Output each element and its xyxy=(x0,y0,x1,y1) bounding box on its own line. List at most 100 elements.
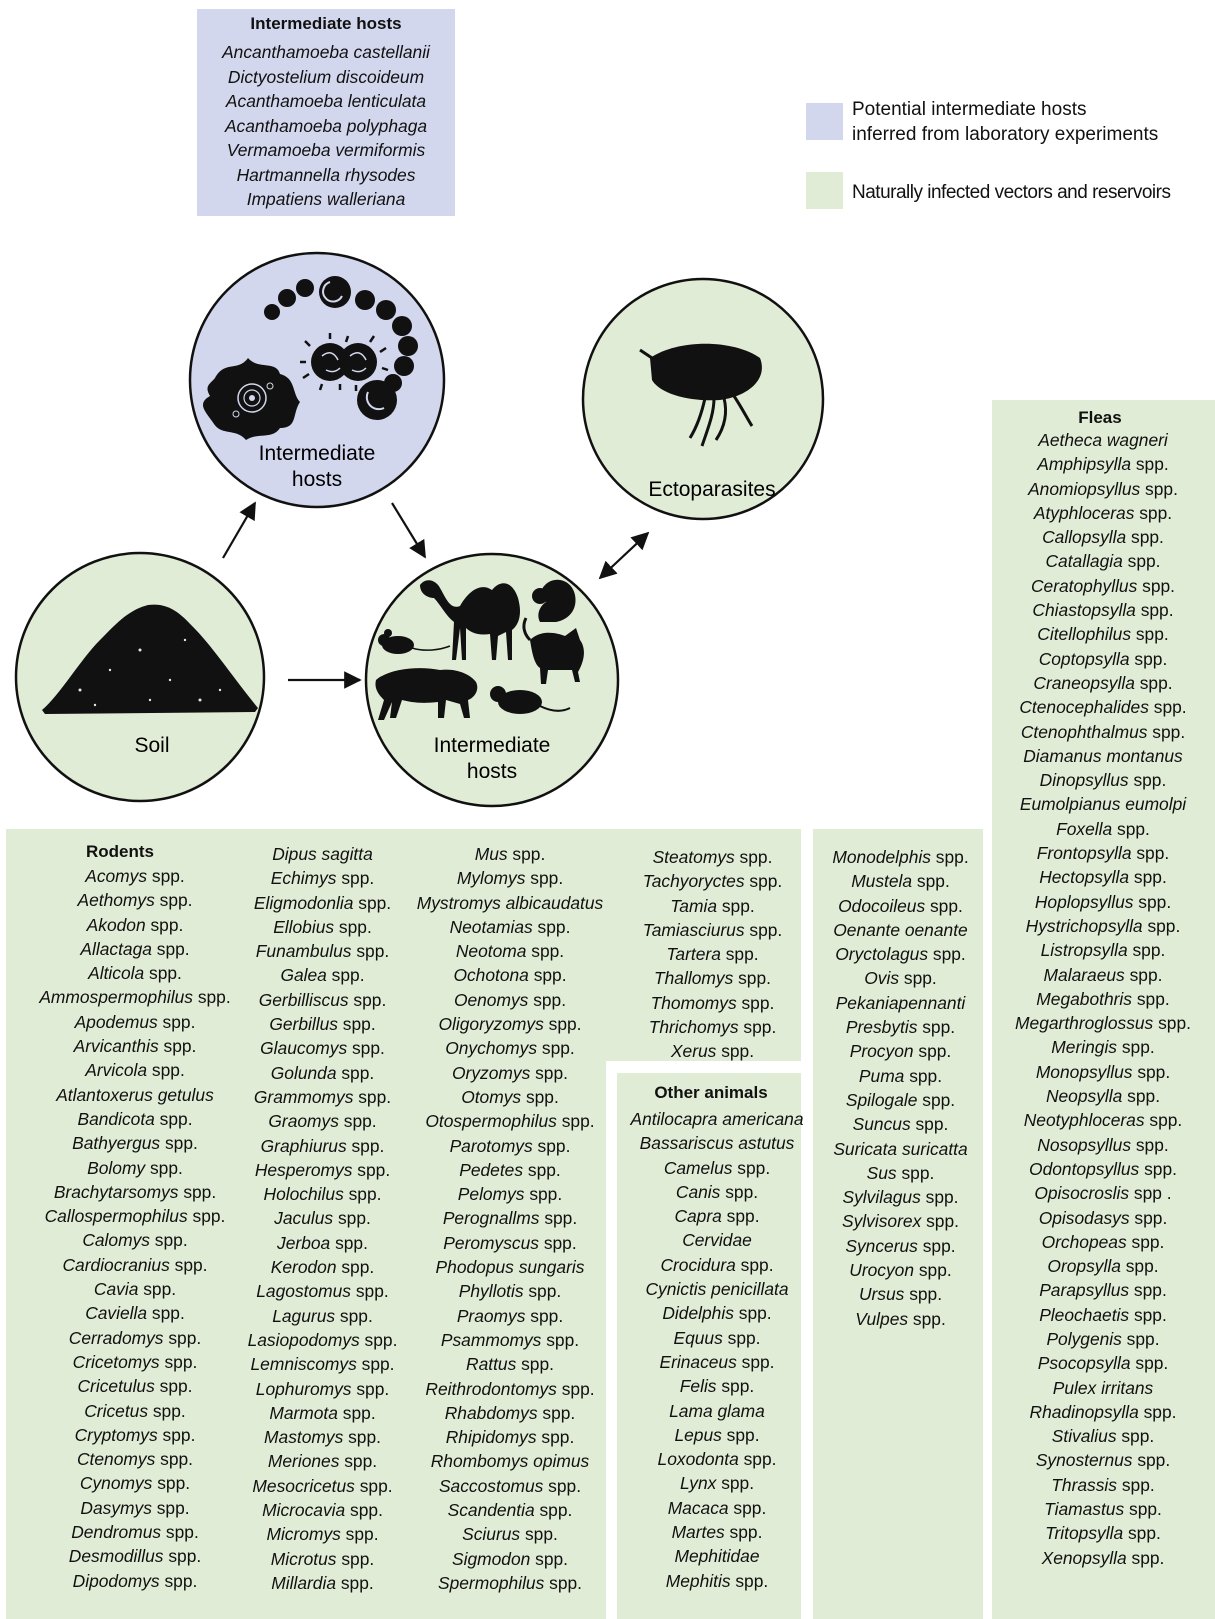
species-genus: Bolomy xyxy=(87,1157,146,1178)
species-suffix: spp. xyxy=(147,866,185,886)
species-genus: Canis xyxy=(675,1181,721,1202)
species-genus: Arvicola xyxy=(85,1060,148,1081)
species-item: Eumolpianus eumolpi xyxy=(996,792,1210,816)
species-item: Antilocapra americana xyxy=(617,1107,817,1131)
species-genus: Odontopsyllus xyxy=(1029,1158,1140,1179)
species-item: Micromys spp. xyxy=(235,1522,410,1546)
species-genus: Cervidae xyxy=(682,1230,752,1251)
species-item: Atyphloceras spp. xyxy=(996,501,1210,525)
species-suffix: spp. xyxy=(1142,915,1181,936)
species-genus: Urocyon xyxy=(849,1260,915,1281)
species-item: Psammomys spp. xyxy=(405,1328,615,1352)
species-suffix: spp. xyxy=(192,987,231,1008)
species-genus: Graphiurus xyxy=(260,1135,347,1156)
species-genus: Callospermophilus xyxy=(44,1206,188,1227)
species-item: Thomomys spp. xyxy=(630,991,795,1015)
species-suffix: spp. xyxy=(347,1038,385,1059)
species-item: Callopsylla spp. xyxy=(996,525,1210,549)
species-item: Rhadinopsylla spp. xyxy=(996,1400,1210,1424)
species-genus: Apodemus xyxy=(74,1011,158,1032)
species-genus: Sylvilagus xyxy=(842,1187,921,1208)
species-item: Anomiopsyllus spp. xyxy=(996,477,1210,501)
species-suffix: spp. xyxy=(352,1159,391,1180)
species-item: Ctenomys spp. xyxy=(20,1447,250,1471)
species-genus: Acomys xyxy=(85,866,148,886)
species-genus: Vulpes xyxy=(855,1308,909,1329)
species-suffix: spp. xyxy=(521,1086,559,1107)
species-suffix: spp. xyxy=(744,871,783,892)
species-genus: Sus xyxy=(866,1162,897,1183)
species-item: Vulpes spp. xyxy=(813,1307,988,1331)
species-suffix: spp. xyxy=(1139,1158,1177,1179)
species-suffix: spp. xyxy=(187,1206,226,1227)
species-genus: Peromyscus xyxy=(443,1232,539,1253)
species-item: Acanthamoeba polyphaga xyxy=(197,114,455,139)
species-item: Oropsylla spp. xyxy=(996,1254,1210,1278)
species-item: Graomys spp. xyxy=(235,1109,410,1133)
species-genus: Ochotona xyxy=(453,965,529,986)
species-suffix: spp. xyxy=(336,1548,375,1569)
species-suffix: spp. xyxy=(1148,697,1187,718)
species-item: Citellophilus spp. xyxy=(996,622,1210,646)
species-genus: Ctenophthalmus xyxy=(1020,721,1148,742)
species-suffix: spp. xyxy=(1131,1134,1169,1155)
species-suffix: spp. xyxy=(523,1159,561,1180)
species-suffix: spp. xyxy=(738,1017,777,1038)
species-item: Camelus spp. xyxy=(617,1156,817,1180)
species-suffix: spp. xyxy=(333,1208,371,1229)
species-genus: Atlantoxerus getulus xyxy=(56,1084,214,1105)
species-genus: Aetheca wagneri xyxy=(1038,430,1168,450)
species-item: Spilogale spp. xyxy=(813,1088,988,1112)
species-item: Holochilus spp. xyxy=(235,1182,410,1206)
species-genus: Cricetus xyxy=(84,1400,149,1421)
species-suffix: spp. xyxy=(524,1184,563,1205)
species-genus: Microtus xyxy=(270,1548,337,1569)
species-item: Onychomys spp. xyxy=(405,1036,615,1060)
species-genus: Cricetulus xyxy=(77,1376,155,1397)
species-suffix: spp. xyxy=(1131,843,1170,864)
species-item: Glaucomys spp. xyxy=(235,1036,410,1060)
species-suffix: spp. xyxy=(736,992,775,1013)
species-genus: Bandicota xyxy=(77,1108,155,1129)
species-item: Impatiens walleriana xyxy=(197,187,455,212)
species-genus: Orchopeas xyxy=(1041,1231,1127,1252)
species-suffix: spp. xyxy=(917,1089,956,1110)
species-suffix: spp. xyxy=(340,1524,379,1545)
species-genus: Lagurus xyxy=(272,1305,336,1326)
species-item: Tiamastus spp. xyxy=(996,1497,1210,1521)
species-item: Ammospermophilus spp. xyxy=(20,985,250,1009)
species-genus: Lasiopodomys xyxy=(247,1329,360,1350)
species-genus: Ctenomys xyxy=(77,1449,156,1470)
species-item: Mus spp. xyxy=(405,842,615,866)
species-suffix: spp. xyxy=(336,1062,375,1083)
species-item: Loxodonta spp. xyxy=(617,1447,817,1471)
species-suffix: spp. xyxy=(336,868,375,889)
species-suffix: spp. xyxy=(525,1305,564,1326)
arrow-animal-ecto-bidirectional xyxy=(598,531,650,580)
species-genus: Callopsylla xyxy=(1042,527,1127,548)
species-genus: Aethomys xyxy=(77,890,155,911)
species-item: Rhabdomys spp. xyxy=(405,1401,615,1425)
species-genus: Parapsyllus xyxy=(1039,1280,1130,1301)
species-suffix: spp. xyxy=(359,1329,398,1350)
species-item: Rattus spp. xyxy=(405,1352,615,1376)
micro-hosts-label-line1: Intermediate xyxy=(259,442,376,465)
species-item: Gerbilliscus spp. xyxy=(235,988,410,1012)
species-suffix: spp. xyxy=(159,1570,198,1591)
species-genus: Hartmannella rhysodes xyxy=(236,164,416,185)
species-item: Lemniscomys spp. xyxy=(235,1352,410,1376)
species-suffix: spp. xyxy=(716,1041,755,1062)
species-item: Cavia spp. xyxy=(20,1277,250,1301)
fleas-title: Fleas xyxy=(1078,408,1122,427)
ectoparasites-label: Ectoparasites xyxy=(648,478,775,501)
species-suffix: spp. xyxy=(896,1162,935,1183)
species-genus: Sciurus xyxy=(462,1524,521,1545)
species-item: Microcavia spp. xyxy=(235,1498,410,1522)
species-item: Perognallms spp. xyxy=(405,1206,615,1230)
species-item: Gerbillus spp. xyxy=(235,1012,410,1036)
species-suffix: spp. xyxy=(1137,575,1176,596)
species-suffix: spp. xyxy=(534,1500,573,1521)
species-item: Presbytis spp. xyxy=(813,1015,988,1039)
species-item: Galea spp. xyxy=(235,963,410,987)
species-item: Sus spp. xyxy=(813,1161,988,1185)
